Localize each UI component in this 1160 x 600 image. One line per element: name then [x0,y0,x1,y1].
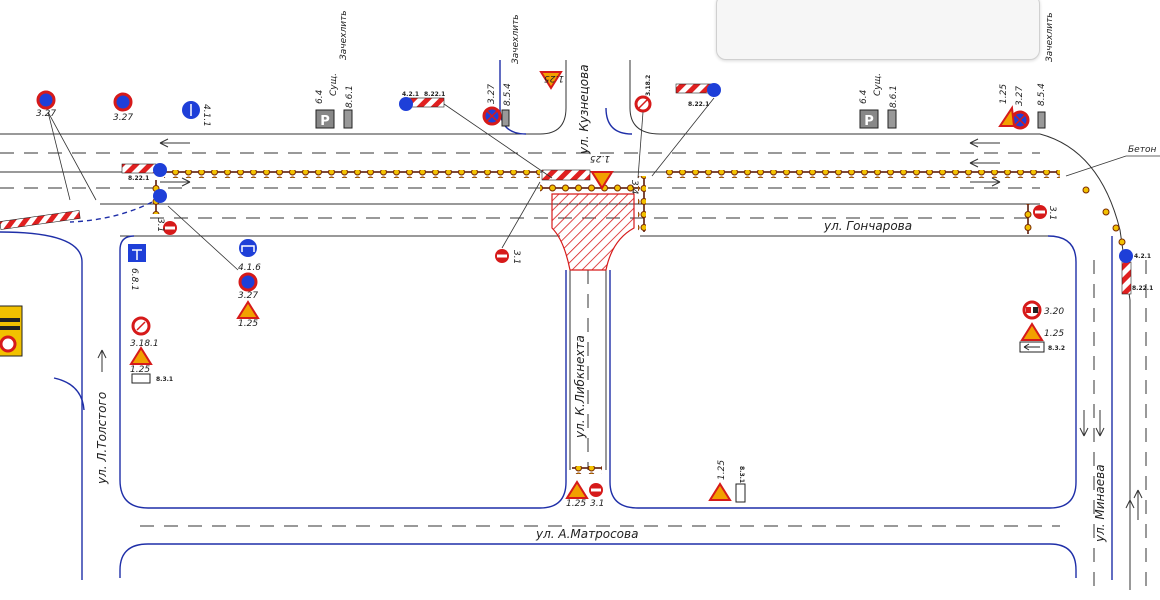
closed-zone-hatch [551,193,635,271]
parking-sign: P P [315,109,897,129]
overlay-panel [716,0,1040,60]
sign-label-4-2-1: 4.2.1 [402,91,419,98]
svg-text:P: P [320,114,330,129]
sign-label-8-5-4: 8.5.4 [503,83,513,106]
sign-label-3-4: 3.4 [629,180,639,195]
sign-label-3-27: 3.27 [1015,86,1025,106]
sign-label-3-1: 3.1 [155,218,165,232]
direction-arrow-up [97,349,1143,530]
cover-note: Зачехлить [339,10,349,60]
sign-label-1-25: 1.25 [130,365,150,375]
lamp-barrier-chains [152,170,1126,474]
street-name-liebknecht: ул. К.Либкнехта [573,335,587,439]
sign-label-8-6-1: 8.6.1 [345,85,355,108]
sign-label-1-25: 1.25 [566,499,586,509]
street-name-tolstogo: ул. Л.Толстого [95,392,109,485]
sign-label-4-2-1: 4.2.1 [1134,253,1151,260]
cover-note: Зачехлить [511,14,521,64]
sign-label-8-22-1: 8.22.1 [424,91,445,98]
svg-text:P: P [864,114,874,129]
road-barriers [0,83,1132,295]
sign-label-8-22-1: 8.22.1 [688,101,709,108]
existing-note: Сущ. [873,73,883,96]
no-left-turn-sign [634,95,652,113]
direction-arrow-right [160,177,1001,187]
sign-label-4-1-1: 4.1.1 [201,104,211,127]
sign-label-8-5-4: 8.5.4 [1037,83,1047,106]
sign-label-3-27: 3.27 [238,291,258,301]
direction-arrow-down [1079,410,1105,437]
sign-label-6-4: 6.4 [859,89,869,104]
sign-label-4-1-6: 4.1.6 [238,263,261,273]
sign-label-8-22-1: 8.22.1 [128,175,149,182]
no-stopping-time-sign [482,106,1046,130]
sign-label-8-3-2: 8.3.2 [1048,345,1065,352]
sign-label-1-25: 1.25 [999,84,1009,104]
dead-end-sign [128,244,146,262]
sign-label-1-25: 1.25 [1044,329,1064,339]
sign-label-3-18-1: 3.18.1 [130,339,159,349]
sign-label-1-25: 1.25 [590,153,610,163]
sign-label-3-18-2: 3.18.2 [645,75,652,96]
sign-label-8-22-1: 8.22.1 [1132,285,1153,292]
street-name-matrosova: ул. А.Матросова [535,527,638,541]
road-works-sign [129,71,1044,501]
existing-note: Сущ. [329,73,339,96]
no-right-turn-sign [131,316,151,336]
sign-label-8-6-1: 8.6.1 [889,85,899,108]
street-name-minaeva: ул. Минаева [1093,464,1107,543]
street-name-goncharova: ул. Гончарова [823,219,912,233]
direction-arrow-left [159,138,1000,168]
road-geometry [0,60,1147,590]
sign-label-3-20: 3.20 [1044,307,1064,317]
sign-label-3-27: 3.27 [36,109,56,119]
sign-label-3-27: 3.27 [487,84,497,104]
street-name-kuznetsova: ул. Кузнецова [577,64,591,155]
no-entry-sign [163,205,1047,497]
no-stopping-sign [36,90,258,292]
sign-label-1-25: 1.25 [717,460,727,480]
direction-plate [131,341,1045,503]
straight-only-sign [182,101,200,119]
cover-note: Зачехлить [1045,12,1055,62]
right-or-left-sign [239,239,257,257]
sign-label-3-1: 3.1 [511,250,521,264]
sign-label-8-3-1: 8.3.1 [156,376,173,383]
sign-label-1-25: 1.25 [544,73,564,83]
material-note: Бетон [1128,145,1156,155]
info-board [0,305,23,357]
lamp-curve [1082,186,1126,246]
keep-right-sign [153,83,1133,263]
sign-label-8-3-1: 8.3.1 [738,466,745,483]
sign-label-6-8-1: 6.8.1 [129,268,139,291]
sign-label-3-1: 3.1 [1047,206,1057,220]
sign-label-3-27: 3.27 [113,113,133,123]
no-overtaking-sign [1022,300,1042,320]
sign-label-1-25: 1.25 [238,319,258,329]
sign-label-3-1: 3.1 [590,499,604,509]
sign-label-6-4: 6.4 [315,89,325,104]
